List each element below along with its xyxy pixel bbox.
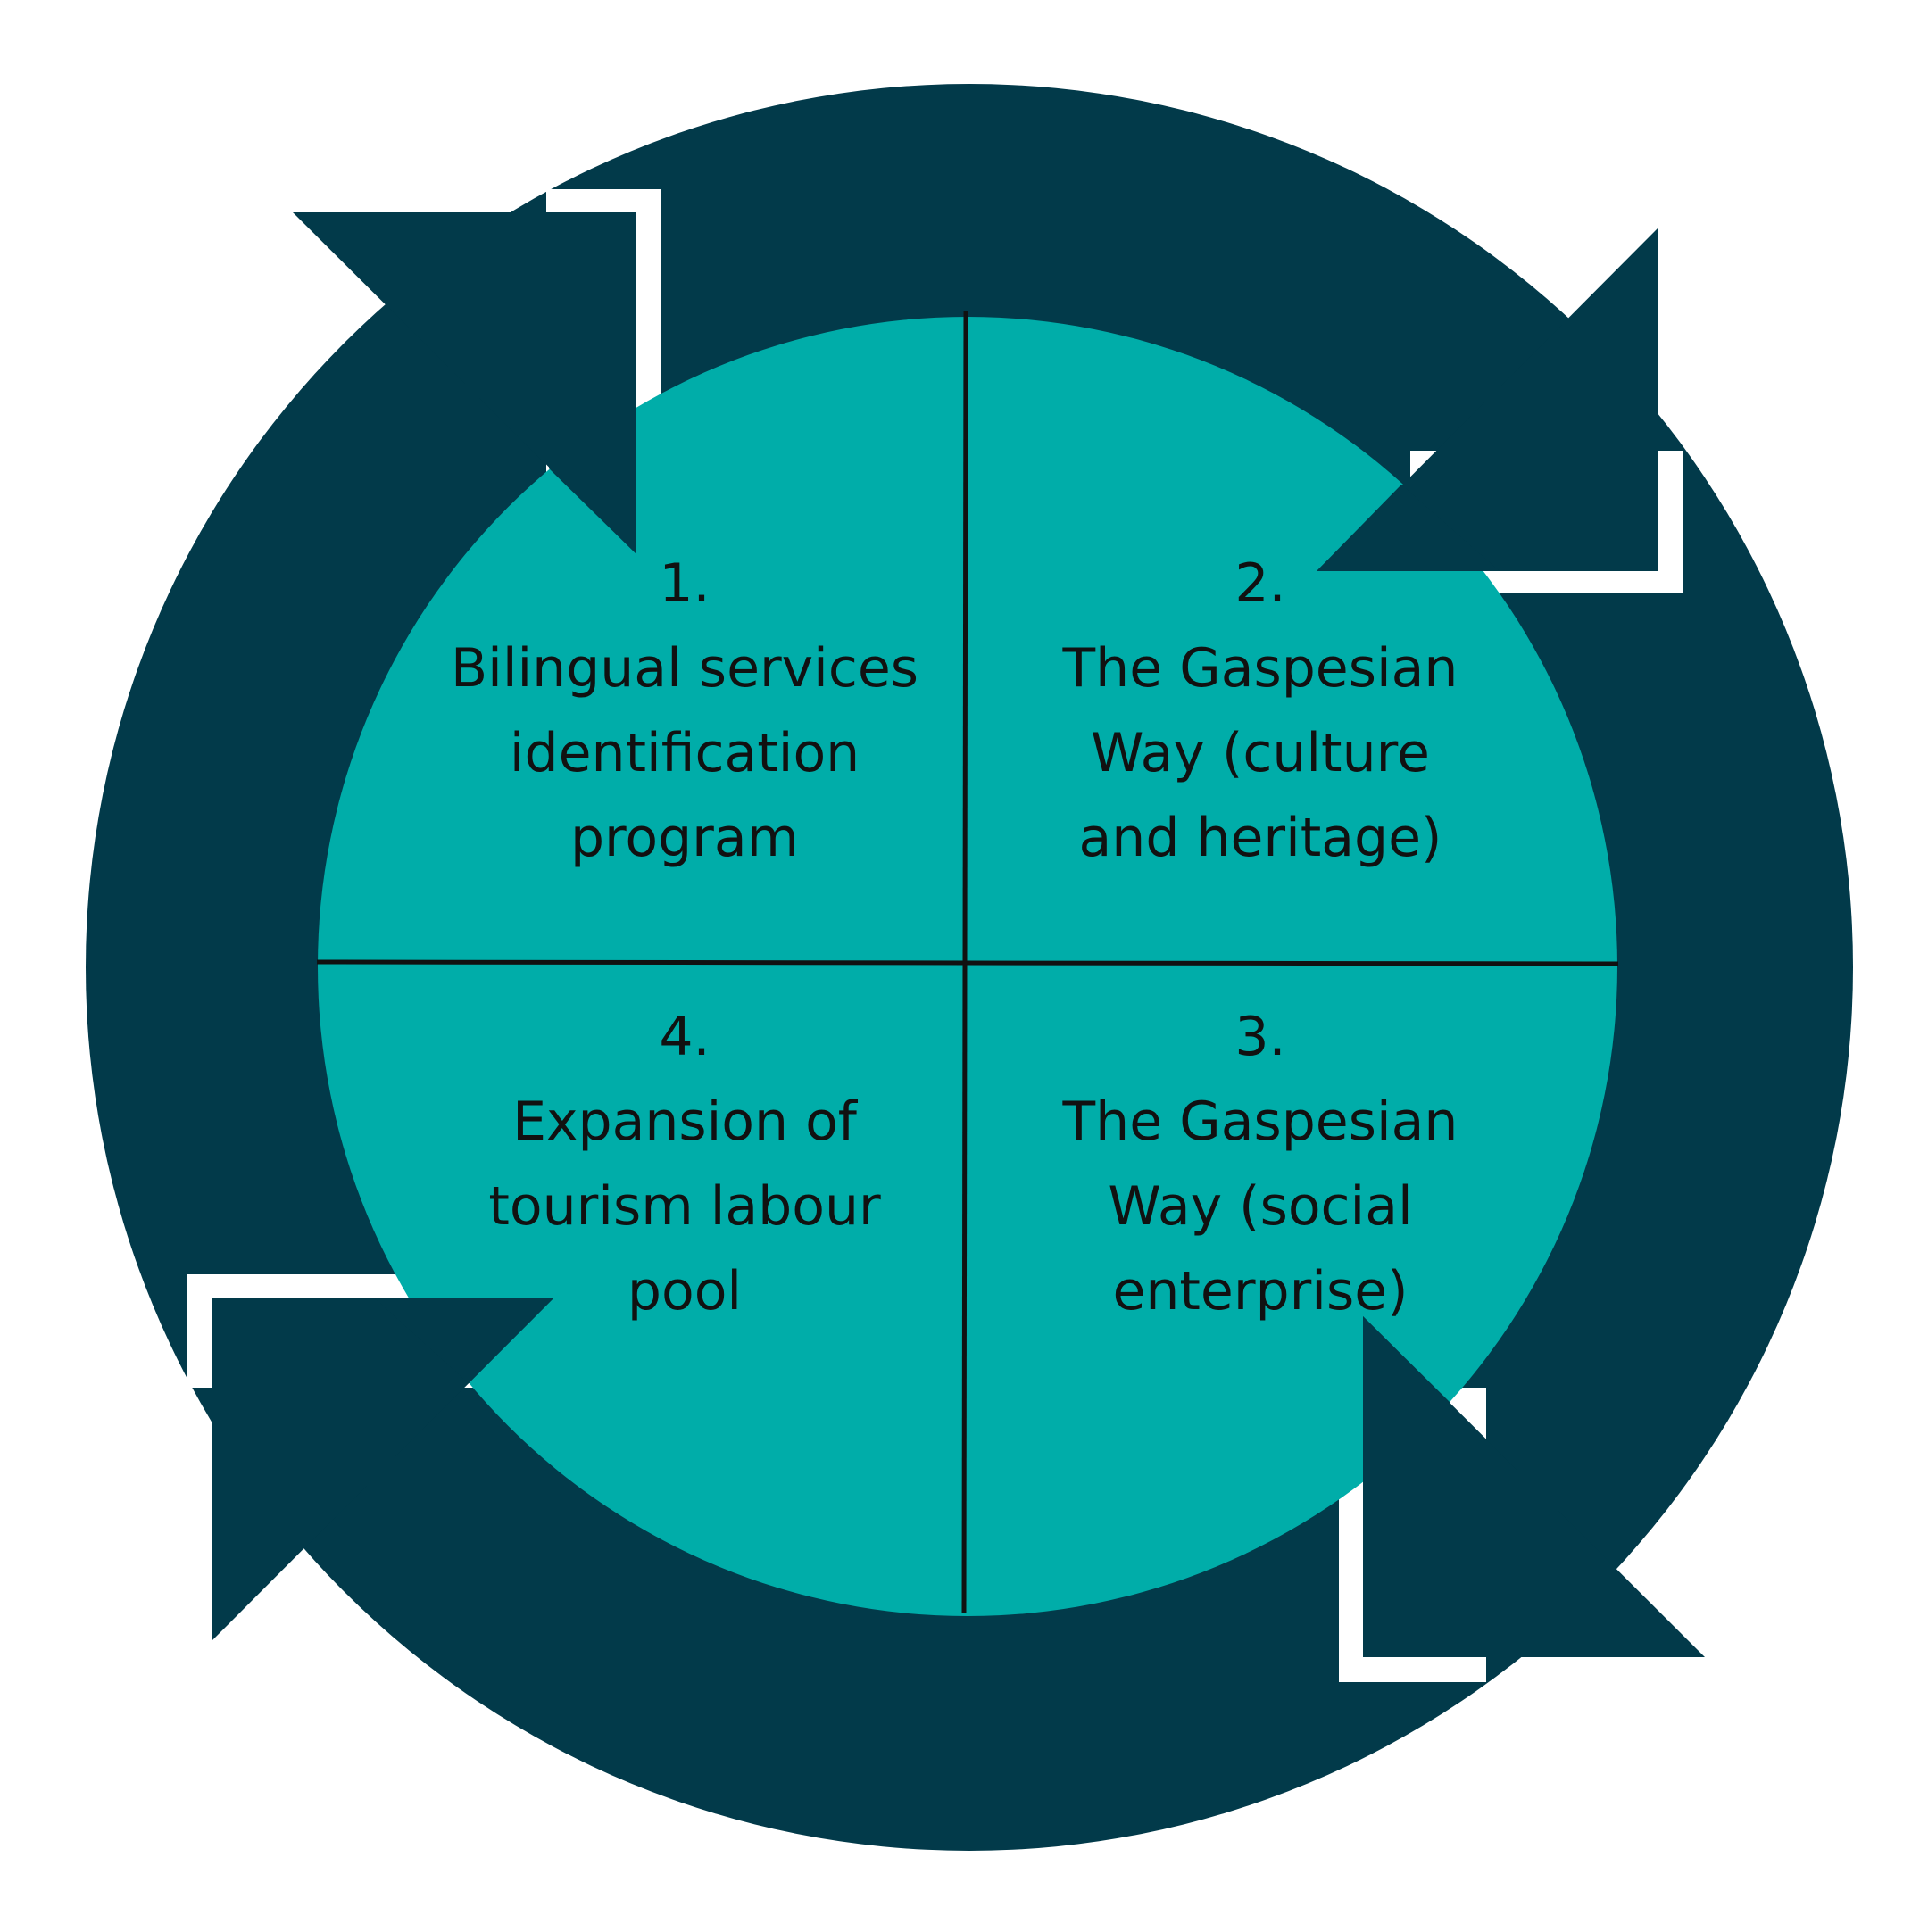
quadrant-2-line-1: The Gaspesian [1062, 637, 1458, 700]
quadrant-2-line-2: Way (culture [1091, 722, 1430, 784]
quadrant-1-text: 1. Bilingual services identification pro… [417, 542, 952, 881]
quadrant-2-line-3: and heritage) [1078, 807, 1442, 869]
notch-bottom-right [1363, 1316, 1450, 1499]
inner-circle [318, 317, 1617, 1616]
quadrant-2-number: 2. [1234, 552, 1286, 615]
divider-horizontal [316, 959, 1619, 966]
quadrant-3-line-3: enterprise) [1112, 1260, 1409, 1323]
quadrant-4-text: 4. Expansion of tourism labour pool [417, 995, 952, 1334]
quadrant-2-text: 2. The Gaspesian Way (culture and herita… [993, 542, 1528, 881]
quadrant-3-line-2: Way (social [1108, 1175, 1413, 1238]
quadrant-1-line-2: identification [509, 722, 860, 784]
notch-right-top [1317, 485, 1500, 571]
quadrant-4-line-3: pool [627, 1260, 743, 1323]
notch-left-bottom [375, 1298, 553, 1383]
quadrant-3-line-1: The Gaspesian [1062, 1090, 1458, 1153]
arrow-notches [375, 375, 1500, 1499]
quadrant-1-line-1: Bilingual services [450, 637, 918, 700]
quadrant-4-number: 4. [659, 1006, 711, 1068]
quadrant-3-number: 3. [1234, 1006, 1286, 1068]
arrow-head-left-bottom [212, 1298, 553, 1640]
quadrant-1-number: 1. [659, 552, 711, 615]
notch-top-left [549, 375, 636, 553]
quadrant-4-line-1: Expansion of [512, 1090, 857, 1153]
quadrant-4-line-2: tourism labour [488, 1175, 881, 1238]
quadrant-3-text: 3. The Gaspesian Way (social enterprise) [993, 995, 1528, 1334]
quadrant-1-line-3: program [569, 807, 800, 869]
